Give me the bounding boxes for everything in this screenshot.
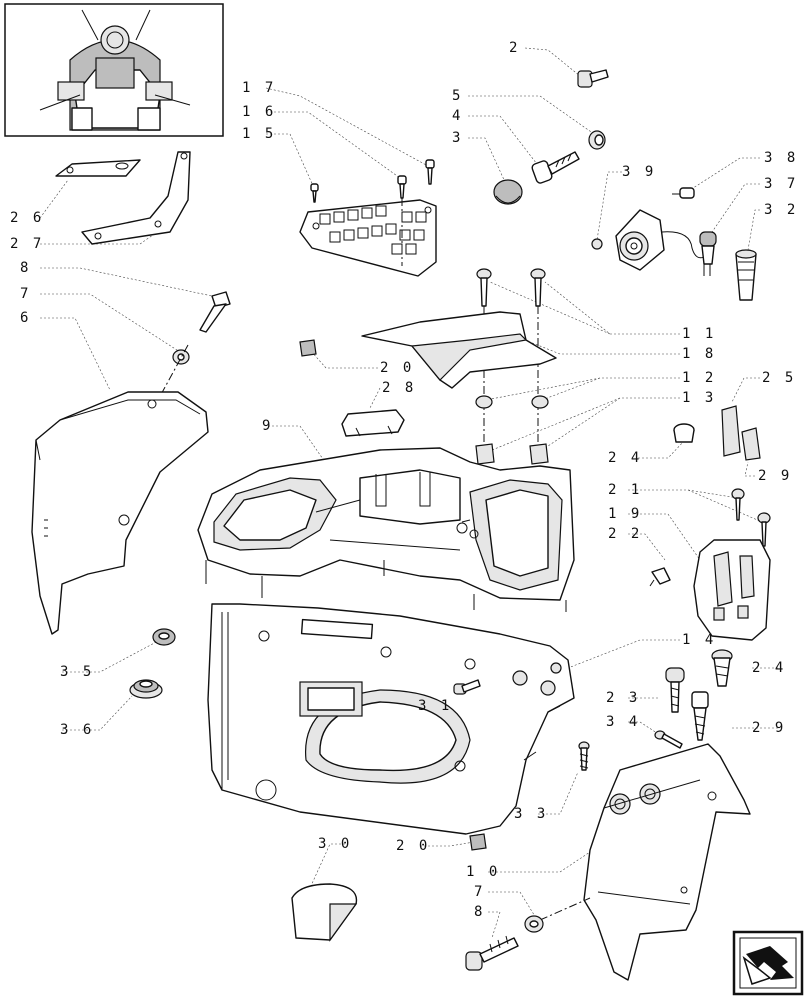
callout-30: 3 0 — [318, 836, 352, 852]
callout-10: 1 0 — [466, 864, 500, 880]
side-cover-6 — [31, 391, 209, 635]
callout-31: 3 1 — [418, 698, 452, 714]
screw-34 — [654, 730, 683, 749]
screw-17 — [425, 159, 435, 185]
callout-20-upper: 2 0 — [380, 360, 414, 376]
callout-7-lower: 7 — [474, 884, 485, 900]
callout-labels: 2 5 4 3 1 7 1 6 1 5 3 9 3 8 3 7 3 2 2 6 … — [10, 40, 798, 920]
callout-19: 1 9 — [608, 506, 642, 522]
callout-36: 3 6 — [60, 722, 94, 738]
callout-34: 3 4 — [606, 714, 640, 730]
switch-panel-15 — [299, 199, 437, 277]
callout-20-lower: 2 0 — [396, 838, 430, 854]
screw-23 — [665, 667, 685, 713]
screw-11-a — [476, 268, 492, 307]
callout-33: 3 3 — [514, 806, 548, 822]
bolt-8-upper — [199, 291, 231, 333]
callout-24-upper: 2 4 — [608, 450, 642, 466]
callout-38: 3 8 — [764, 150, 798, 166]
screw-16 — [397, 175, 407, 199]
callout-15: 1 5 — [242, 126, 276, 142]
plug-24-upper — [673, 423, 695, 443]
bracket-26 — [55, 159, 141, 177]
screw-33 — [578, 741, 590, 771]
grommet-36 — [129, 679, 163, 699]
callout-27: 2 7 — [10, 236, 44, 252]
washer-7-lower — [524, 915, 544, 933]
screw-21-b — [757, 512, 771, 547]
rear-cover-10 — [583, 743, 751, 981]
callout-9: 9 — [262, 418, 273, 434]
cap-30 — [291, 883, 358, 942]
callout-28: 2 8 — [382, 380, 416, 396]
clip-20-lower — [469, 833, 487, 851]
upper-console-9 — [197, 447, 575, 612]
next-page-arrow-icon[interactable] — [732, 930, 804, 996]
callout-23: 2 3 — [606, 690, 640, 706]
switch-32 — [735, 249, 757, 301]
washer-39 — [591, 238, 603, 250]
nut-13-b — [529, 443, 549, 465]
cover-18 — [361, 311, 557, 389]
callout-14: 1 4 — [682, 632, 716, 648]
cover-28 — [341, 409, 405, 437]
callout-29-lower: 2 9 — [752, 720, 786, 736]
power-socket-37 — [615, 187, 717, 276]
screw-15 — [310, 183, 319, 203]
callout-13: 1 3 — [682, 390, 716, 406]
lower-console-14 — [207, 603, 575, 835]
bracket-27 — [81, 151, 191, 245]
callout-11: 1 1 — [682, 326, 716, 342]
callout-4: 4 — [452, 108, 463, 124]
screw-31 — [453, 679, 481, 695]
cap-25 — [721, 405, 741, 457]
tractor-cab-thumbnail-icon — [4, 3, 224, 137]
callout-7-upper: 7 — [20, 286, 31, 302]
screw-29-lower — [691, 691, 709, 741]
callout-37: 3 7 — [764, 176, 798, 192]
callout-6: 6 — [20, 310, 31, 326]
callout-8-upper: 8 — [20, 260, 31, 276]
washer-7-upper — [172, 349, 190, 365]
callout-26: 2 6 — [10, 210, 44, 226]
cap-29-upper — [741, 427, 761, 461]
callout-18: 1 8 — [682, 346, 716, 362]
cap-3 — [493, 179, 523, 205]
bolt-8-lower — [465, 935, 519, 971]
callout-5: 5 — [452, 88, 463, 104]
callout-39: 3 9 — [622, 164, 656, 180]
callout-35: 3 5 — [60, 664, 94, 680]
screw-11-b — [530, 268, 546, 307]
washer-5 — [588, 130, 606, 150]
callout-21: 2 1 — [608, 482, 642, 498]
screw-24-lower — [711, 649, 733, 687]
bolt-2 — [577, 69, 609, 88]
switch-plate-19 — [693, 539, 771, 641]
callout-8-lower: 8 — [474, 904, 485, 920]
callout-16: 1 6 — [242, 104, 276, 120]
washer-12-b — [531, 395, 549, 409]
callout-29-upper: 2 9 — [758, 468, 792, 484]
callout-24-lower: 2 4 — [752, 660, 786, 676]
nut-13-a — [475, 443, 495, 465]
callout-17: 1 7 — [242, 80, 276, 96]
callout-32: 3 2 — [764, 202, 798, 218]
callout-2: 2 — [509, 40, 520, 56]
grommet-35 — [152, 628, 176, 646]
clip-22 — [649, 567, 671, 587]
callout-22: 2 2 — [608, 526, 642, 542]
callout-25: 2 5 — [762, 370, 796, 386]
leader-lines — [39, 47, 778, 939]
screw-21-a — [731, 488, 745, 521]
washer-12-a — [475, 395, 493, 409]
screw-4 — [531, 151, 580, 184]
clip-20-upper — [299, 339, 317, 357]
callout-12: 1 2 — [682, 370, 716, 386]
callout-3: 3 — [452, 130, 463, 146]
